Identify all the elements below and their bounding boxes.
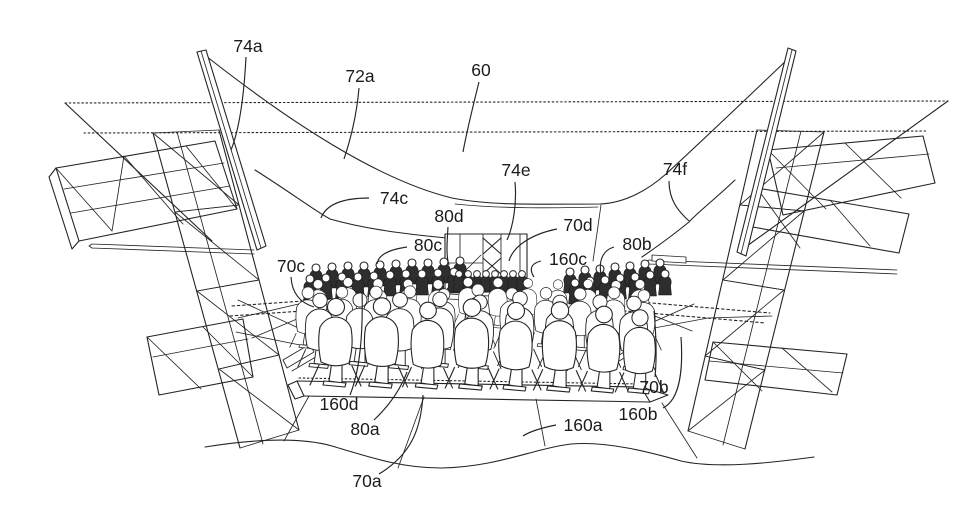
ref-label-80d: 80d (434, 206, 463, 226)
reference-numerals: 74a 72a 60 74c 74e 74f 80d 80c 70d 160c … (233, 36, 687, 491)
right-light-boom (644, 254, 898, 275)
ref-label-160b: 160b (619, 404, 658, 424)
floor-panel-edges (283, 395, 698, 469)
ref-label-74a: 74a (233, 36, 262, 56)
ref-label-160d: 160d (320, 394, 359, 414)
leader-60 (462, 81, 480, 153)
leader-72a (343, 87, 360, 160)
ref-label-70d: 70d (563, 215, 592, 235)
left-lower-rigging-wing (146, 318, 254, 396)
right-screen-blade (736, 47, 797, 257)
leader-74a (230, 56, 247, 151)
leader-70a (378, 394, 424, 475)
ref-label-80b: 80b (622, 234, 651, 254)
right-truss-tower (644, 129, 936, 450)
left-truss-tower (48, 129, 300, 449)
projection-screen-curtain (205, 55, 790, 262)
curtain-lower-right-edge (641, 179, 736, 258)
leader-160b (662, 336, 683, 409)
ref-label-74c: 74c (380, 188, 408, 208)
left-tower-column (152, 129, 300, 449)
ref-label-160a: 160a (564, 415, 603, 435)
leader-70c (290, 276, 315, 308)
leader-160d (349, 289, 363, 396)
curtain-upper-edge (205, 55, 790, 205)
leader-80a (373, 371, 408, 421)
left-upper-rigging-wing (48, 140, 238, 250)
ref-label-70c: 70c (277, 256, 305, 276)
leader-160a (522, 424, 557, 437)
enclosure-right-edge (739, 100, 949, 252)
ref-label-70a: 70a (352, 471, 381, 491)
ref-label-80a: 80a (350, 419, 379, 439)
left-light-boom (88, 243, 255, 255)
leader-74c (320, 197, 370, 219)
right-lower-rigging-wing (704, 341, 848, 396)
stage-floor (204, 395, 815, 469)
ref-label-60: 60 (471, 60, 491, 80)
ref-label-160c: 160c (549, 249, 587, 269)
ref-label-74e: 74e (501, 160, 530, 180)
ref-label-70b: 70b (639, 377, 668, 397)
leader-160c (530, 260, 542, 278)
ref-label-74f: 74f (663, 159, 687, 179)
ref-label-72a: 72a (345, 66, 374, 86)
ref-label-80c: 80c (414, 235, 442, 255)
platform-front-bottom-edge (303, 395, 651, 403)
right-tower-column (687, 129, 825, 450)
enclosure-left-edge (64, 102, 213, 242)
leader-lines (230, 56, 690, 475)
platform-left-end (287, 380, 305, 400)
leader-74e (506, 181, 517, 241)
curtain-right-panel-edge (592, 204, 602, 262)
audience-crowd (289, 277, 665, 395)
leader-74f (668, 180, 690, 222)
leader-80b (599, 246, 615, 276)
leader-70b (653, 310, 657, 378)
enclosure-top-edge (64, 100, 949, 104)
curtain-lower-left-edge (254, 169, 448, 239)
leader-80c (376, 246, 408, 265)
curtain-center-band (454, 203, 599, 209)
leader-80d (446, 226, 450, 266)
tower-lattice-column (482, 237, 502, 292)
leader-70d (508, 228, 558, 262)
floor-wavy-edge (204, 439, 815, 469)
